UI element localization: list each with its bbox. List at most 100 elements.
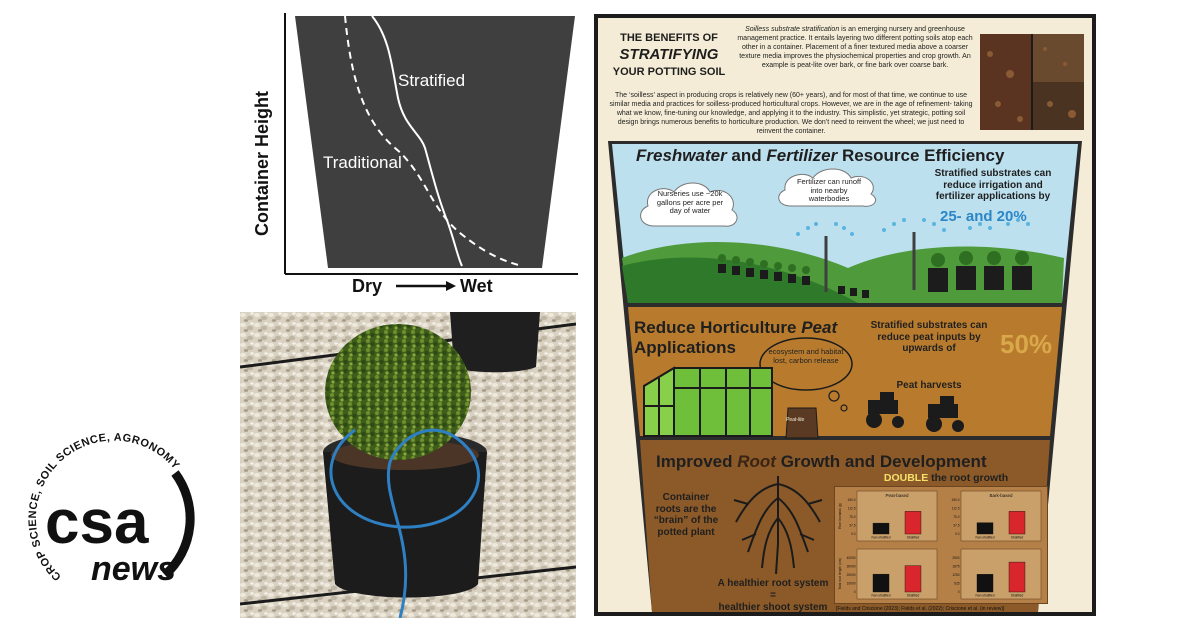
stratification-diagram: Stratified Traditional Container Height …: [250, 8, 590, 298]
thought-bubble: [759, 337, 853, 412]
thought-bubble-text: ecosystem and habitat lost, carbon relea…: [768, 347, 844, 365]
chart-bar-non-stratified: [872, 522, 890, 535]
citation-text: [Fields and Criscione (2023); Fields et …: [836, 606, 1005, 612]
chart-plot-area: [960, 548, 1042, 600]
chart-bar-non-stratified: [976, 522, 994, 535]
traditional-label: Traditional: [323, 153, 402, 172]
boxwood-shrub: [325, 324, 471, 460]
cloud-2: [778, 168, 876, 207]
arrow-head: [446, 281, 456, 291]
chart-y-tick-label: 150.0: [952, 498, 960, 502]
sec1-rest: Resource Efficiency: [837, 146, 1005, 165]
title-line-1: THE BENEFITS OF: [620, 32, 718, 44]
intro-rest: is an emerging nursery and greenhouse ma…: [737, 26, 973, 69]
section2-heading-line1: Reduce Horticulture Peat: [634, 318, 894, 338]
x-label-dry: Dry: [352, 276, 382, 296]
traditional-curve: [344, 15, 523, 267]
chart-x-tick-label: Stratified: [1011, 536, 1024, 540]
double-rest: the root growth: [928, 472, 1009, 484]
chart-bar-stratified: [1008, 561, 1026, 593]
chart-bar-stratified: [904, 511, 922, 535]
chart-plot-area: [856, 548, 938, 600]
background-pot: [450, 312, 540, 373]
sec3-head-a: Improved: [656, 452, 738, 471]
chart-y-tick-label: 0: [854, 590, 856, 594]
chart-y-tick-label: 75.0: [953, 515, 959, 519]
sec1-stat-text: Stratified substrates can reduce irrigat…: [934, 168, 1052, 202]
chart-title: Peat-based: [885, 493, 909, 498]
tractor-icons: [866, 392, 964, 432]
chart-y-axis-label: Root biomass (g): [838, 503, 842, 529]
blue-drip-tube: [329, 428, 481, 618]
chart-plot-area: [856, 490, 938, 542]
stratification-infographic: THE BENEFITS OF STRATIFYING YOUR POTTING…: [594, 14, 1096, 616]
chart-y-tick-label: 10000: [847, 582, 856, 586]
sec2-percent: 50%: [1000, 329, 1053, 359]
double-growth: DOUBLE the root growth: [866, 472, 1026, 484]
healthier-shoot-text: healthier shoot system: [718, 602, 828, 613]
intro-paragraph: Soilless substrate stratification is an …: [732, 26, 978, 71]
logo-news: news: [91, 550, 176, 588]
x-label-wet: Wet: [460, 276, 493, 296]
title-line-2: STRATIFYING: [619, 46, 719, 63]
chart-y-tick-label: 37.5: [849, 524, 855, 528]
chart-y-axis-label: Total root length (cm): [838, 558, 842, 590]
cloud-2-text: Fertilizer can runoff into nearby waterb…: [796, 177, 862, 204]
chart-x-tick-label: Stratified: [1011, 594, 1024, 598]
sec1-percent: 25- and 20%: [940, 208, 1027, 225]
sec2-line1b: Peat: [801, 318, 838, 337]
greenhouse-icon: [643, 366, 773, 437]
logo-arc: [161, 470, 195, 579]
chart-y-tick-label: 625: [954, 582, 960, 586]
root-system-icon: [733, 476, 823, 575]
section1-heading: Freshwater and Fertilizer Resource Effic…: [636, 146, 1056, 166]
chart-y-tick-label: 0.0: [851, 532, 856, 536]
irrigation-scene: [718, 218, 1032, 298]
bar-charts-svg: Peat-based 0.0 37.5 75.0 112.5 150.0Non-strat…: [838, 490, 1042, 600]
chart-y-tick-label: 0.0: [955, 532, 960, 536]
chart-title: Bark-based: [989, 493, 1013, 498]
peat-bag-icon: [785, 407, 819, 439]
sec2-line1a: Reduce Horticulture: [634, 318, 802, 337]
potted-plant-photo: [240, 312, 576, 618]
sec1-word1: Freshwater: [636, 146, 727, 165]
container-shape: [295, 16, 575, 268]
sec1-and: and: [726, 146, 767, 165]
intro-lead: Soilless substrate stratification: [745, 26, 840, 33]
chart-y-tick-label: 75.0: [849, 515, 855, 519]
chart-bar-stratified: [1008, 511, 1026, 535]
sec3-head-b: Root: [737, 452, 776, 471]
chart-y-tick-label: 0: [958, 590, 960, 594]
chart-y-tick-label: 2500: [952, 556, 959, 560]
cloud-1: [640, 182, 738, 227]
logo-csa: csa: [45, 488, 149, 557]
healthier-root-text: A healthier root system: [717, 578, 829, 589]
dark-hill: [622, 257, 858, 303]
chart-x-tick-label: Non-stratified: [976, 536, 995, 540]
chart-y-tick-label: 112.5: [848, 507, 856, 511]
sec3-head-c: Growth and Development: [775, 452, 987, 471]
chart-y-tick-label: 112.5: [952, 507, 960, 511]
chart-x-tick-label: Non-stratified: [872, 536, 891, 540]
chart-y-tick-label: 1875: [952, 565, 959, 569]
chart-x-tick-label: Stratified: [907, 536, 920, 540]
y-axis-label: Container Height: [252, 91, 272, 236]
chart-y-tick-label: 30000: [847, 565, 856, 569]
section3-heading: Improved Root Growth and Development: [656, 452, 1076, 472]
chart-y-tick-label: 20000: [847, 573, 856, 577]
stratified-label: Stratified: [398, 71, 465, 90]
section2-heading-line2: Applications: [634, 338, 737, 357]
title-line-3: YOUR POTTING SOIL: [612, 66, 726, 78]
double-word: DOUBLE: [883, 472, 929, 484]
chart-x-tick-label: Stratified: [907, 594, 920, 598]
main-pot: [323, 452, 487, 598]
soil-layers-photo: [980, 34, 1084, 130]
sec2-stat-text: Stratified substrates can reduce peat in…: [870, 320, 988, 354]
chart-bar-non-stratified: [872, 573, 890, 593]
chart-y-tick-label: 40000: [847, 556, 856, 560]
peat-bag-label: Peat-lite: [786, 417, 805, 423]
cloud-1-text: Nurseries use ~20k gallons per acre per …: [656, 189, 724, 216]
chart-y-tick-label: 37.5: [953, 524, 959, 528]
sec3-left-text: Container roots are the “brain” of the p…: [653, 492, 719, 538]
